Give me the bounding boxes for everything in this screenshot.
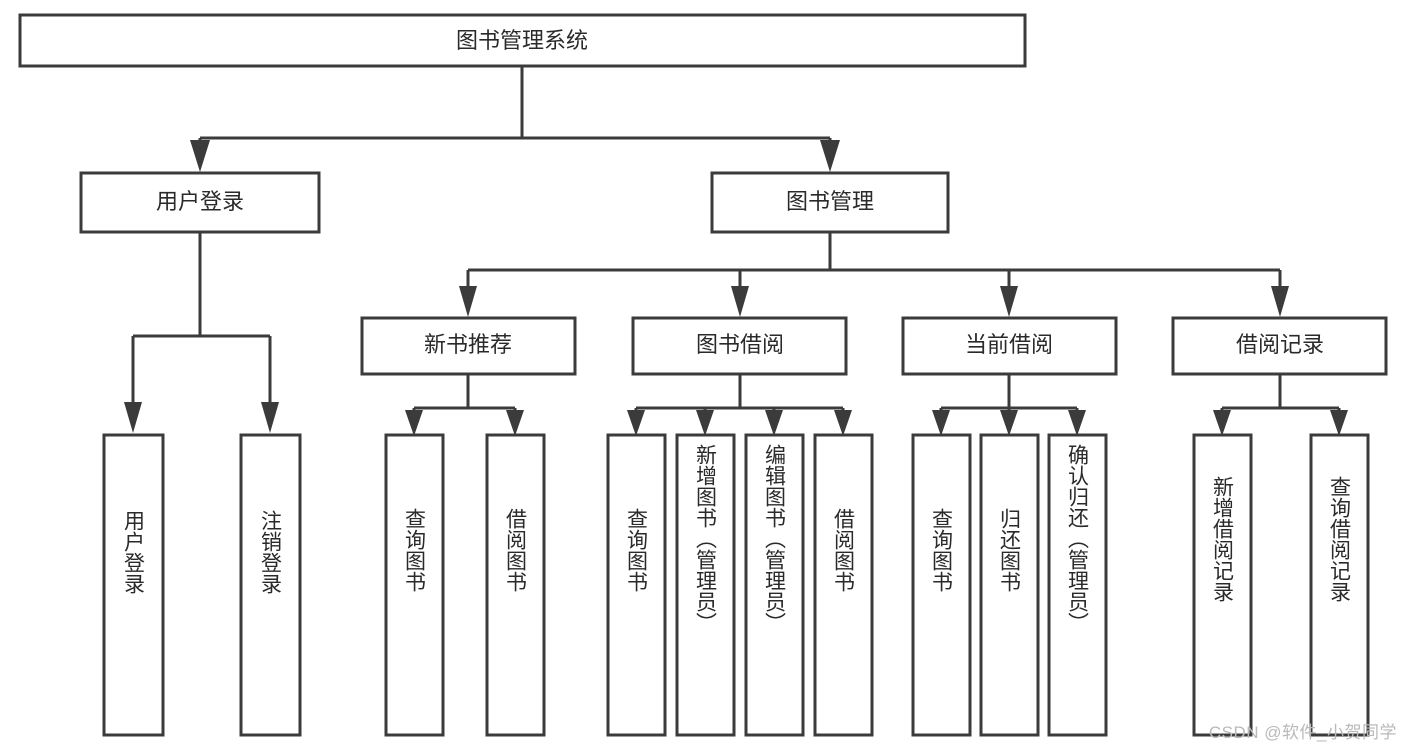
node-current-borrow-label: 当前借阅 <box>965 332 1053 357</box>
node-leaf-query-book-1-box[interactable] <box>384 433 445 737</box>
node-current-borrow-box[interactable] <box>901 316 1118 376</box>
node-current-borrow[interactable]: 当前借阅 <box>901 316 1118 376</box>
node-book-manage-box[interactable] <box>710 171 950 234</box>
node-leaf-query-book-1-label: 查询图书 <box>403 508 427 592</box>
node-user-login[interactable]: 用户登录 <box>79 171 321 234</box>
arrow-to-leaf-return-book <box>1000 410 1018 436</box>
node-leaf-borrow-book-1[interactable]: 借阅图书 <box>485 433 546 737</box>
node-leaf-query-book-1[interactable]: 查询图书 <box>384 433 445 737</box>
node-leaf-confirm-return-box[interactable] <box>1047 433 1108 737</box>
arrow-to-leaf-borrow-book-1 <box>506 410 524 436</box>
node-user-login-box[interactable] <box>79 171 321 234</box>
node-leaf-query-book-2-label: 查询图书 <box>625 508 649 592</box>
node-book-manage-label: 图书管理 <box>786 189 874 214</box>
node-root-box[interactable] <box>18 13 1027 68</box>
node-book-manage[interactable]: 图书管理 <box>710 171 950 234</box>
node-leaf-user-login-box[interactable] <box>102 433 165 737</box>
node-leaf-return-book-box[interactable] <box>979 433 1040 737</box>
node-leaf-query-book-3[interactable]: 查询图书 <box>911 433 972 737</box>
arrow-to-leaf-query-book-2 <box>627 410 645 436</box>
node-leaf-query-book-2-box[interactable] <box>606 433 667 737</box>
node-leaf-confirm-return-label: 确认归还（管理员） <box>1066 444 1090 633</box>
arrow-to-book-manage <box>820 140 840 172</box>
node-leaf-edit-book-label: 编辑图书（管理员） <box>763 444 787 633</box>
arrow-to-leaf-add-book <box>696 410 714 436</box>
arrow-to-current-borrow <box>1000 286 1018 317</box>
node-leaf-query-record-label: 查询借阅记录 <box>1328 476 1352 602</box>
node-new-book-rec[interactable]: 新书推荐 <box>360 316 577 376</box>
node-borrow-record-label: 借阅记录 <box>1236 332 1324 357</box>
node-leaf-confirm-return[interactable]: 确认归还（管理员） <box>1047 433 1108 737</box>
node-leaf-return-book[interactable]: 归还图书 <box>979 433 1040 737</box>
arrow-to-leaf-query-book-1 <box>405 410 423 436</box>
arrow-to-borrow-record <box>1271 286 1289 317</box>
node-leaf-query-book-3-label: 查询图书 <box>930 508 954 592</box>
node-leaf-query-record-box[interactable] <box>1309 433 1370 737</box>
node-book-borrow[interactable]: 图书借阅 <box>631 316 848 376</box>
arrow-to-leaf-query-book-3 <box>932 410 950 436</box>
node-new-book-rec-label: 新书推荐 <box>424 332 512 357</box>
node-leaf-borrow-book-1-box[interactable] <box>485 433 546 737</box>
node-leaf-borrow-book-1-label: 借阅图书 <box>504 508 528 592</box>
arrow-to-leaf-logout <box>261 402 279 433</box>
node-leaf-add-record-box[interactable] <box>1192 433 1253 737</box>
node-leaf-return-book-label: 归还图书 <box>998 508 1022 592</box>
node-leaf-add-record[interactable]: 新增借阅记录 <box>1192 433 1253 737</box>
node-leaf-query-record[interactable]: 查询借阅记录 <box>1309 433 1370 737</box>
node-book-borrow-label: 图书借阅 <box>696 332 784 357</box>
node-leaf-logout[interactable]: 注销登录 <box>239 433 302 737</box>
node-new-book-rec-box[interactable] <box>360 316 577 376</box>
arrow-to-leaf-user-login <box>124 402 142 433</box>
node-leaf-add-record-label: 新增借阅记录 <box>1211 476 1235 602</box>
arrow-to-book-borrow <box>731 286 749 317</box>
node-leaf-edit-book[interactable]: 编辑图书（管理员） <box>744 433 805 737</box>
node-leaf-add-book-box[interactable] <box>675 433 736 737</box>
node-book-borrow-box[interactable] <box>631 316 848 376</box>
node-leaf-add-book-label: 新增图书（管理员） <box>694 444 718 633</box>
arrow-to-user-login <box>190 140 210 172</box>
arrow-to-leaf-query-record <box>1330 410 1348 436</box>
node-leaf-user-login[interactable]: 用户登录 <box>102 433 165 737</box>
node-leaf-borrow-book-2[interactable]: 借阅图书 <box>813 433 874 737</box>
arrow-to-leaf-confirm-return <box>1068 410 1086 436</box>
node-leaf-logout-box[interactable] <box>239 433 302 737</box>
arrow-to-new-book-rec <box>459 286 477 317</box>
arrow-to-leaf-edit-book <box>765 410 783 436</box>
arrow-to-leaf-add-record <box>1213 410 1231 436</box>
node-borrow-record-box[interactable] <box>1171 316 1388 376</box>
node-root[interactable]: 图书管理系统 <box>18 13 1027 68</box>
connector-layer <box>124 66 1348 436</box>
arrow-to-leaf-borrow-book-2 <box>834 410 852 436</box>
node-borrow-record[interactable]: 借阅记录 <box>1171 316 1388 376</box>
node-root-label: 图书管理系统 <box>456 28 588 53</box>
node-leaf-borrow-book-2-box[interactable] <box>813 433 874 737</box>
node-leaf-edit-book-box[interactable] <box>744 433 805 737</box>
node-leaf-query-book-3-box[interactable] <box>911 433 972 737</box>
node-user-login-label: 用户登录 <box>156 189 244 214</box>
node-leaf-borrow-book-2-label: 借阅图书 <box>832 508 856 592</box>
node-leaf-user-login-label: 用户登录 <box>122 510 146 594</box>
node-leaf-add-book[interactable]: 新增图书（管理员） <box>675 433 736 737</box>
node-leaf-query-book-2[interactable]: 查询图书 <box>606 433 667 737</box>
node-leaf-logout-label: 注销登录 <box>259 510 283 594</box>
